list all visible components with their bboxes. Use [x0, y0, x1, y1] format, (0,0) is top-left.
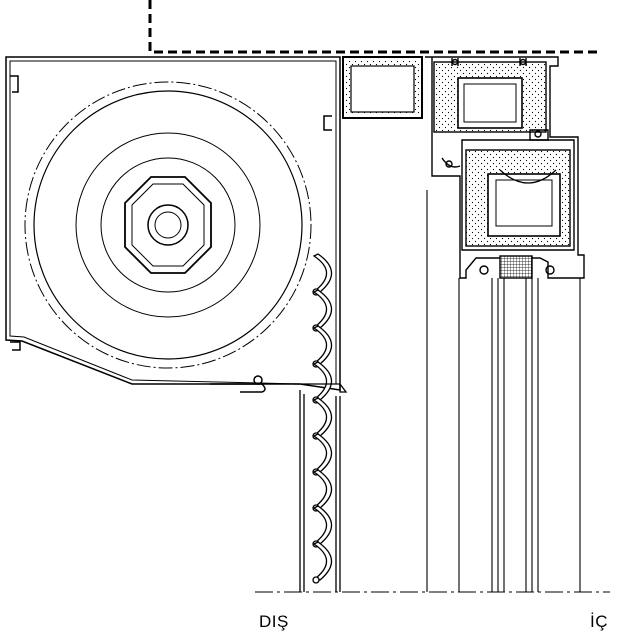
insulation-block: [342, 56, 423, 119]
guide-rail: [294, 383, 348, 592]
shutter-slat: [312, 253, 333, 293]
shutter-slats: [312, 253, 333, 584]
shutter-box-housing: [5, 56, 341, 393]
slat-hinge: [312, 576, 320, 584]
shutter-slat: [312, 361, 333, 401]
wall-outline-dashed: [148, 0, 600, 54]
shutter-slat: [312, 469, 333, 509]
shutter-slat: [312, 541, 333, 581]
shutter-slat: [312, 289, 333, 329]
shutter-slat: [312, 433, 333, 473]
shutter-slat: [312, 325, 333, 365]
inside-label: İÇ: [590, 612, 608, 631]
outside-label: DIŞ: [259, 612, 289, 631]
shutter-slat: [312, 397, 333, 437]
window-frame-profile: [425, 56, 585, 279]
glass-and-section-lines: [426, 190, 581, 592]
shutter-slat: [312, 505, 333, 545]
roller-drum: [24, 81, 312, 369]
